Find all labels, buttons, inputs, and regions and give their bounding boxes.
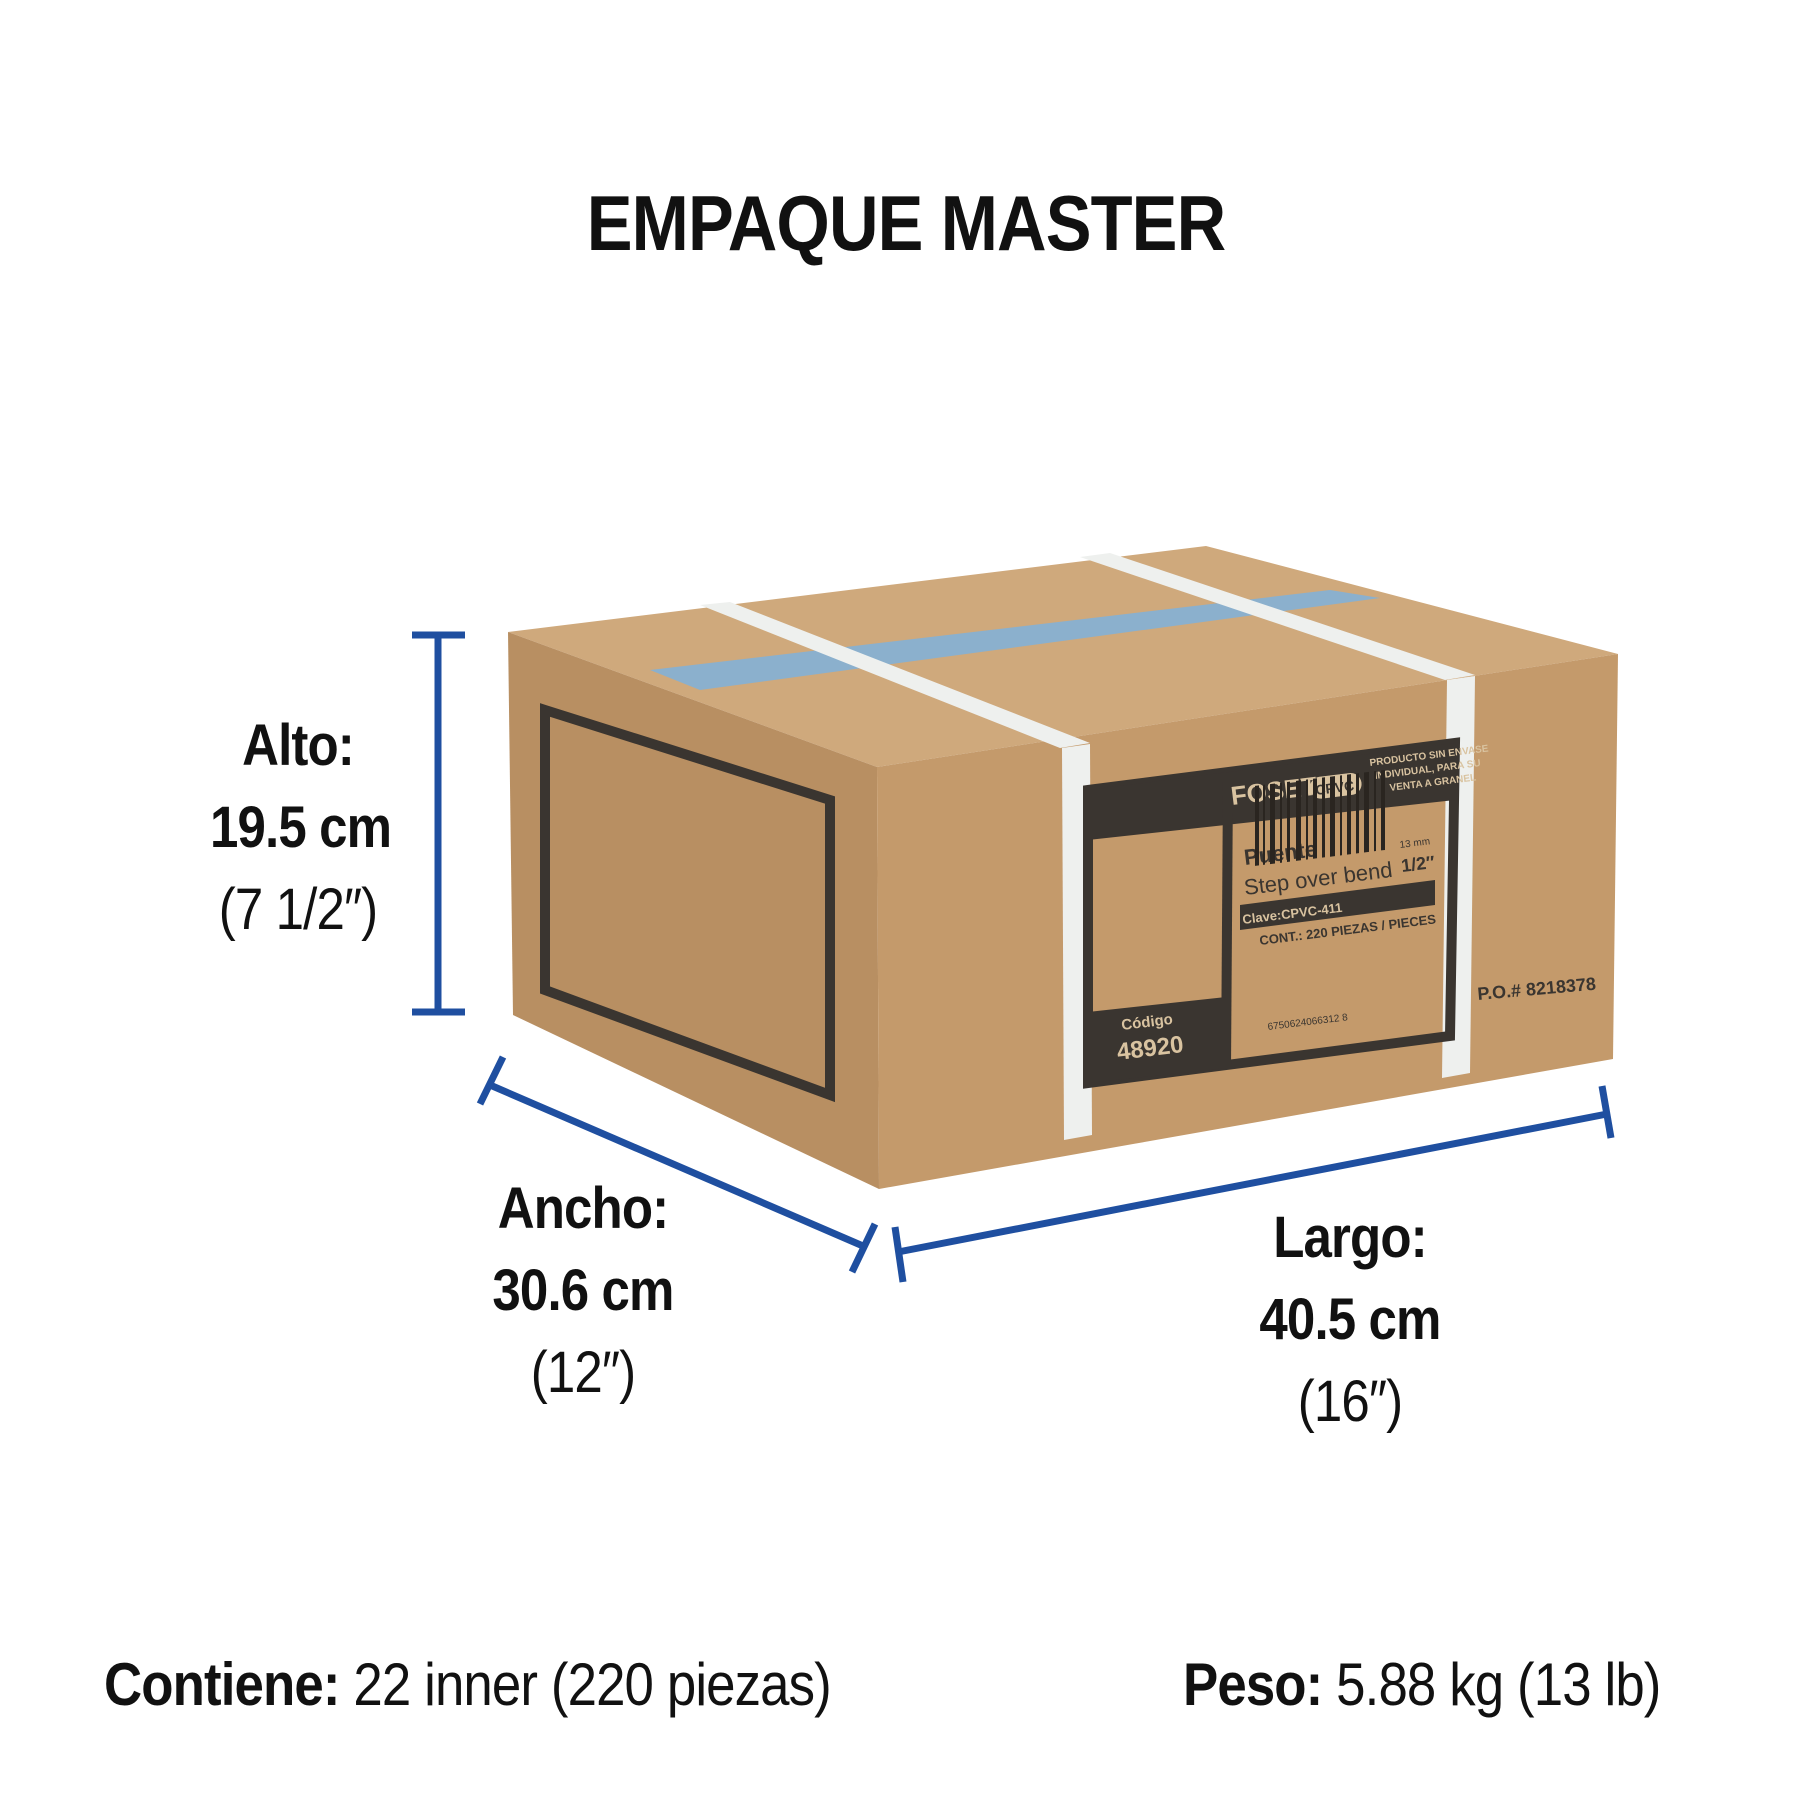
alto-label: Alto: 19.5 cm (7 1/2″) xyxy=(210,705,392,951)
alto-title: Alto: xyxy=(242,713,355,778)
contents-value: 22 inner (220 piezas) xyxy=(353,1651,831,1718)
weight-info: Peso: 5.88 kg (13 lb) xyxy=(1183,1650,1661,1719)
page-title: EMPAQUE MASTER xyxy=(586,179,1226,267)
end-label-panel xyxy=(540,703,835,1103)
size-in-text: 1/2″ xyxy=(1400,852,1436,876)
ancho-imperial: (12″) xyxy=(530,1340,636,1405)
size-mm-text: 13 mm xyxy=(1399,836,1431,851)
codigo-label-text: Código xyxy=(1120,1011,1173,1034)
ancho-metric: 30.6 cm xyxy=(492,1258,674,1323)
clave-band xyxy=(1240,880,1435,930)
weight-label: Peso: xyxy=(1183,1651,1323,1718)
barcode xyxy=(1255,769,1385,866)
strap-top-2 xyxy=(1080,553,1475,680)
length-dimension-line xyxy=(891,1085,1615,1283)
strap-top-1 xyxy=(700,602,1090,748)
largo-label: Largo: 40.5 cm (16″) xyxy=(1244,1197,1455,1443)
contents-info: Contiene: 22 inner (220 piezas) xyxy=(104,1650,832,1719)
front-label-panel: FOSET CPVC PRODUCTO SIN ENVASE INDIVIDUA… xyxy=(1083,737,1597,1089)
width-dimension-line xyxy=(476,1055,879,1274)
largo-title: Largo: xyxy=(1273,1205,1427,1270)
height-dimension-line xyxy=(412,631,465,1016)
po-number-text: P.O.# 8218378 xyxy=(1477,974,1597,1004)
ancho-label: Ancho: 30.6 cm (12″) xyxy=(477,1168,688,1414)
contents-label: Contiene: xyxy=(104,1651,340,1718)
ancho-title: Ancho: xyxy=(497,1176,669,1241)
alto-metric: 19.5 cm xyxy=(210,795,392,860)
weight-value: 5.88 kg (13 lb) xyxy=(1336,1651,1661,1718)
largo-imperial: (16″) xyxy=(1297,1369,1403,1434)
alto-imperial: (7 1/2″) xyxy=(218,877,378,942)
largo-metric: 40.5 cm xyxy=(1259,1287,1441,1352)
blue-tape xyxy=(650,590,1380,690)
box-end-face xyxy=(508,632,879,1189)
